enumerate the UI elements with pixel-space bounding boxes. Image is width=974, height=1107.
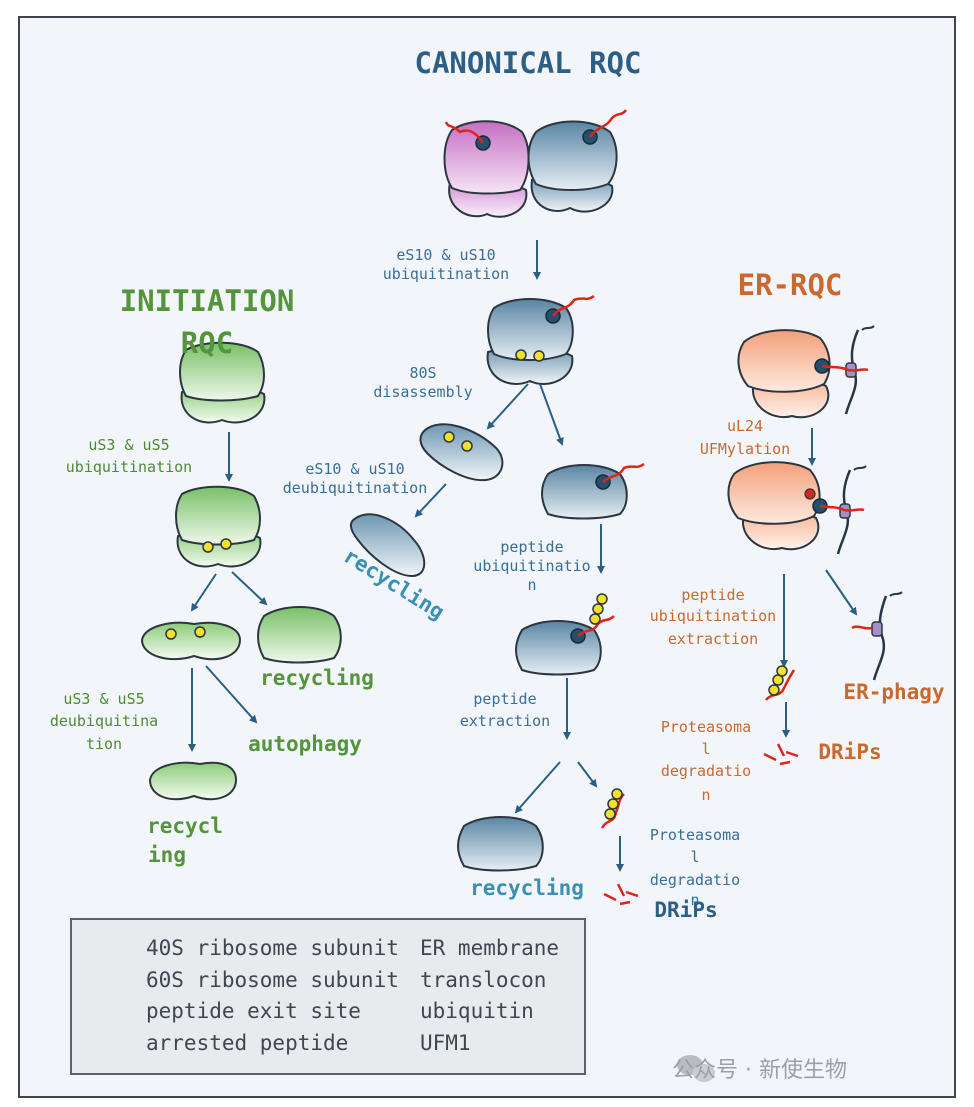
initiation-deubiquitination-label-l2: deubiquitina bbox=[49, 712, 159, 730]
canonical-rqc-title: CANONICAL RQC bbox=[414, 46, 642, 80]
peptide-extraction-label-l2: extraction bbox=[459, 712, 551, 730]
canonical-proteasomal-label-l1: Proteasoma bbox=[649, 826, 741, 844]
subunit-40s-ubiquitinated-icon bbox=[419, 423, 504, 482]
initiation-recycling-60s-label: recycling bbox=[260, 666, 374, 690]
er-extracted-peptide-icon bbox=[765, 665, 796, 701]
legend-40s-label: 40S ribosome subunit bbox=[146, 936, 399, 960]
canonical-proteasomal-label-l2: l bbox=[690, 848, 700, 866]
subunit-60s-peptide-icon bbox=[541, 462, 645, 520]
subunit-60s-green-recycled-icon bbox=[257, 606, 342, 664]
extracted-peptide-icon bbox=[600, 788, 625, 829]
canonical-deubiquitination-label-l1: eS10 & uS10 bbox=[305, 460, 405, 478]
er-peptide-label-l2: ubiquitination bbox=[649, 607, 777, 625]
disassembly-label-l1: 80S bbox=[409, 364, 437, 382]
initiation-deubiquitination-label-l3: tion bbox=[85, 735, 123, 753]
canonical-deubiquitination-label-l2: deubiquitination bbox=[282, 479, 428, 497]
legend-peptide-label: arrested peptide bbox=[146, 1031, 349, 1055]
canonical-ubiquitination-label-l1: eS10 & uS10 bbox=[396, 246, 496, 264]
watermark-text: 公众号 · 新使生物 bbox=[672, 1058, 847, 1083]
ribosome-80s-green-ubiquitinated-icon bbox=[175, 485, 262, 568]
er-proteasomal-label-l3: degradatio bbox=[660, 762, 752, 780]
ribosome-80s-green-icon bbox=[179, 341, 266, 424]
subunit-40s-green-ubiquitinated-icon bbox=[140, 621, 242, 661]
initiation-ubiquitination-label-l1: uS3 & uS5 bbox=[88, 436, 170, 454]
subunit-40s-green-recycled-icon bbox=[148, 761, 238, 801]
peptide-extraction-label-l1: peptide bbox=[473, 690, 537, 708]
ufmylation-label-l1: uL24 bbox=[726, 417, 764, 435]
er-rqc-title: ER-RQC bbox=[737, 268, 843, 302]
peptide-ubiquitination-label-l2: ubiquitinatio bbox=[473, 557, 591, 575]
initiation-rqc-title-line2: RQC bbox=[180, 326, 234, 360]
er-drips-fragments-icon bbox=[763, 743, 799, 766]
ufmylation-label-l2: UFMylation bbox=[699, 440, 791, 458]
canonical-proteasomal-label-l4: n bbox=[690, 891, 700, 909]
legend-er-membrane-label: ER membrane bbox=[420, 936, 560, 960]
stalled-ribosome-pair-icon bbox=[443, 109, 628, 218]
initiation-deubiquitination-label-l1: uS3 & uS5 bbox=[63, 690, 145, 708]
recycling-60s-label: recycling bbox=[470, 876, 584, 900]
legend-translocon-label: translocon bbox=[420, 968, 547, 992]
er-peptide-label-l3: extraction bbox=[667, 630, 759, 648]
canonical-ubiquitination-label-l2: ubiquitination bbox=[382, 265, 510, 283]
legend-ufm1-label: UFM1 bbox=[420, 1031, 471, 1055]
ribosome-80s-er-icon bbox=[737, 325, 875, 419]
autophagy-label: autophagy bbox=[248, 732, 362, 756]
er-phagy-label: ER-phagy bbox=[843, 680, 945, 704]
legend-ubiquitin-label: ubiquitin bbox=[420, 999, 534, 1023]
canonical-proteasomal-label-l3: degradatio bbox=[649, 871, 741, 889]
peptide-ubiquitination-label-l1: peptide bbox=[500, 538, 564, 556]
drips-fragments-icon bbox=[603, 883, 639, 906]
initiation-recycling-40s-label-l2: ing bbox=[148, 843, 186, 867]
disassembly-label-l2: disassembly bbox=[373, 383, 473, 401]
initiation-recycling-40s-label-l1: recycl bbox=[147, 814, 223, 838]
wechat-icon bbox=[677, 1055, 715, 1082]
legend-60s-label: 60S ribosome subunit bbox=[146, 968, 399, 992]
ribosome-80s-ubiquitinated-icon bbox=[486, 294, 595, 386]
ribosome-80s-er-ufmylated-icon bbox=[727, 461, 867, 555]
er-proteasomal-label-l1: Proteasoma bbox=[660, 718, 752, 736]
er-proteasomal-label-l2: l bbox=[701, 740, 711, 758]
er-proteasomal-label-l4: n bbox=[701, 786, 711, 804]
legend-exit-site-label: peptide exit site bbox=[146, 999, 361, 1023]
legend-box bbox=[70, 918, 586, 1075]
subunit-40s-recycled-icon bbox=[350, 513, 426, 578]
canonical-drips-label: DRiPs bbox=[654, 898, 718, 922]
subunit-60s-ubiquitinated-peptide-icon bbox=[515, 593, 615, 676]
initiation-ubiquitination-label-l2: ubiquitination bbox=[65, 458, 193, 476]
initiation-rqc-title-line1: INITIATION bbox=[119, 284, 295, 318]
er-phagy-membrane-icon bbox=[851, 591, 903, 681]
er-drips-label: DRiPs bbox=[818, 740, 882, 764]
peptide-ubiquitination-label-l3: n bbox=[527, 576, 537, 594]
er-peptide-label-l1: peptide bbox=[681, 586, 745, 604]
subunit-60s-recycled-icon bbox=[457, 816, 544, 872]
